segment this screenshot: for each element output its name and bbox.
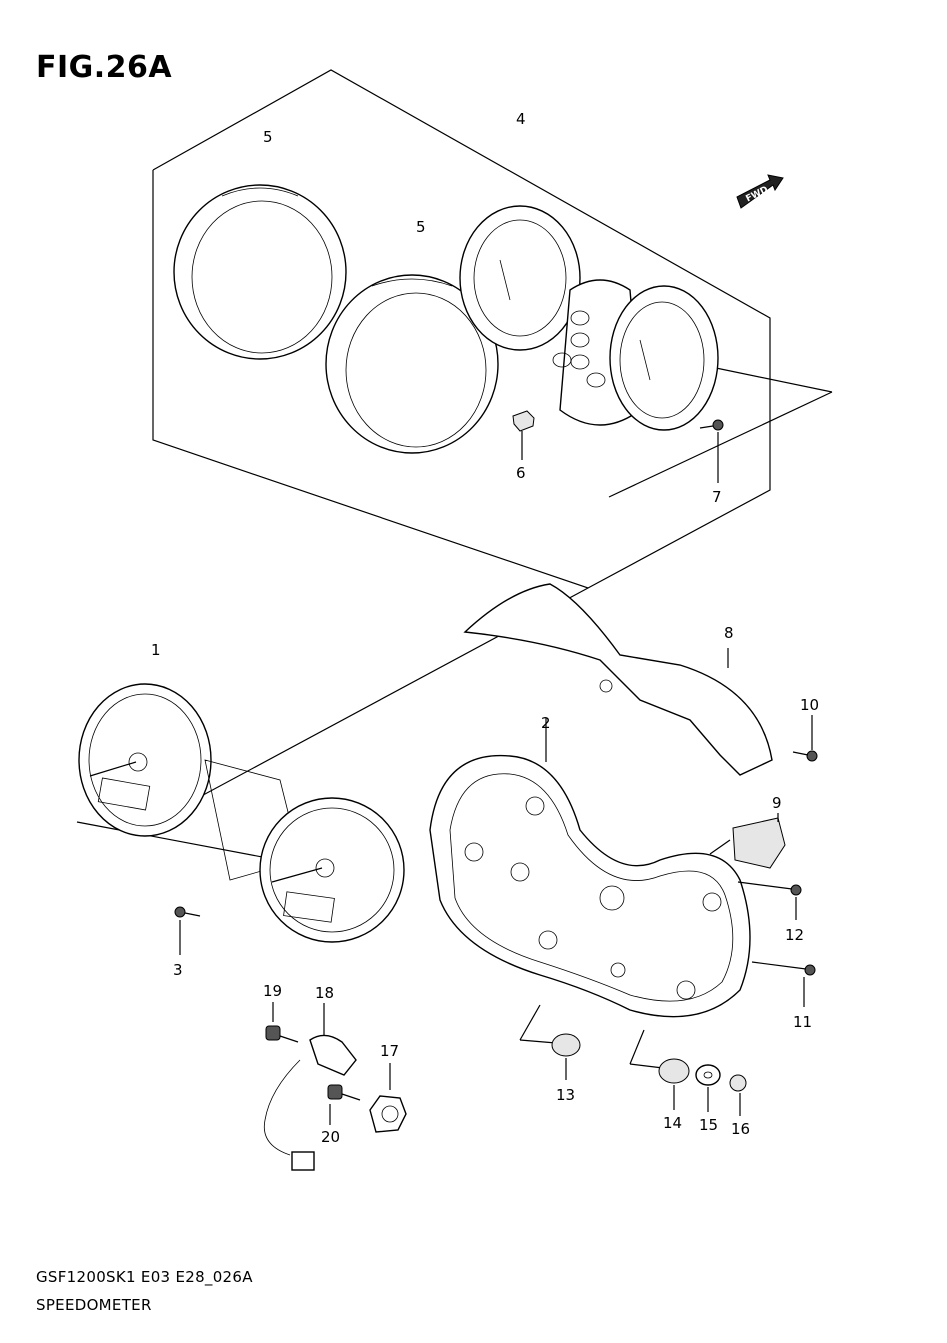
sensor-part-18 (263, 1003, 357, 1171)
bolt-part-20 (327, 1084, 361, 1125)
screw-part-3 (174, 906, 201, 955)
callout-19: 19 (263, 982, 282, 1000)
clip-part-6 (512, 410, 535, 460)
callout-3: 3 (173, 961, 183, 979)
diagram-name: SPEEDOMETER (36, 1296, 152, 1314)
gear-part-17 (369, 1063, 407, 1133)
callout-16: 16 (731, 1120, 750, 1138)
assembly-frame-upper (152, 69, 833, 589)
callout-5-left: 5 (263, 128, 273, 146)
nut-part-16 (729, 1074, 747, 1116)
meter-assembly-part-1 (78, 683, 405, 943)
callout-2: 2 (541, 714, 551, 732)
fwd-arrow-icon: FWD (736, 174, 784, 209)
callout-8: 8 (724, 624, 734, 642)
callout-15: 15 (699, 1116, 718, 1134)
callout-11: 11 (793, 1013, 812, 1031)
callout-10: 10 (800, 696, 819, 714)
meter-case-lower-part-2 (429, 718, 751, 1018)
diagram-code: GSF1200SK1 E03 E28_026A (36, 1268, 253, 1286)
bezel-ring-left (173, 184, 347, 360)
bezel-ring-right (325, 274, 499, 454)
callout-7: 7 (712, 488, 722, 506)
bolt-part-19 (265, 1002, 299, 1043)
callout-20: 20 (321, 1128, 340, 1146)
screw-part-10 (792, 715, 818, 762)
callout-13: 13 (556, 1086, 575, 1104)
screw-part-7 (699, 419, 724, 483)
callout-18: 18 (315, 984, 334, 1002)
callout-4: 4 (516, 110, 526, 128)
callout-1: 1 (151, 641, 161, 659)
callout-9: 9 (772, 794, 782, 812)
callout-labels: 5 4 5 6 7 8 1 10 2 9 12 3 19 18 11 17 13… (151, 110, 819, 1146)
clip-part-9 (709, 813, 786, 869)
screw-part-12 (737, 881, 802, 920)
meter-case-upper (459, 205, 719, 431)
washer-part-15 (695, 1064, 721, 1112)
callout-12: 12 (785, 926, 804, 944)
callout-14: 14 (663, 1114, 682, 1132)
visor-part-8 (463, 583, 773, 776)
callout-17: 17 (380, 1042, 399, 1060)
screw-part-11 (751, 961, 816, 1007)
grommet-part-13 (519, 1004, 581, 1080)
callout-5-right: 5 (416, 218, 426, 236)
callout-6: 6 (516, 464, 526, 482)
grommet-part-14 (629, 1029, 690, 1110)
figure-title: FIG.26A (36, 50, 173, 85)
